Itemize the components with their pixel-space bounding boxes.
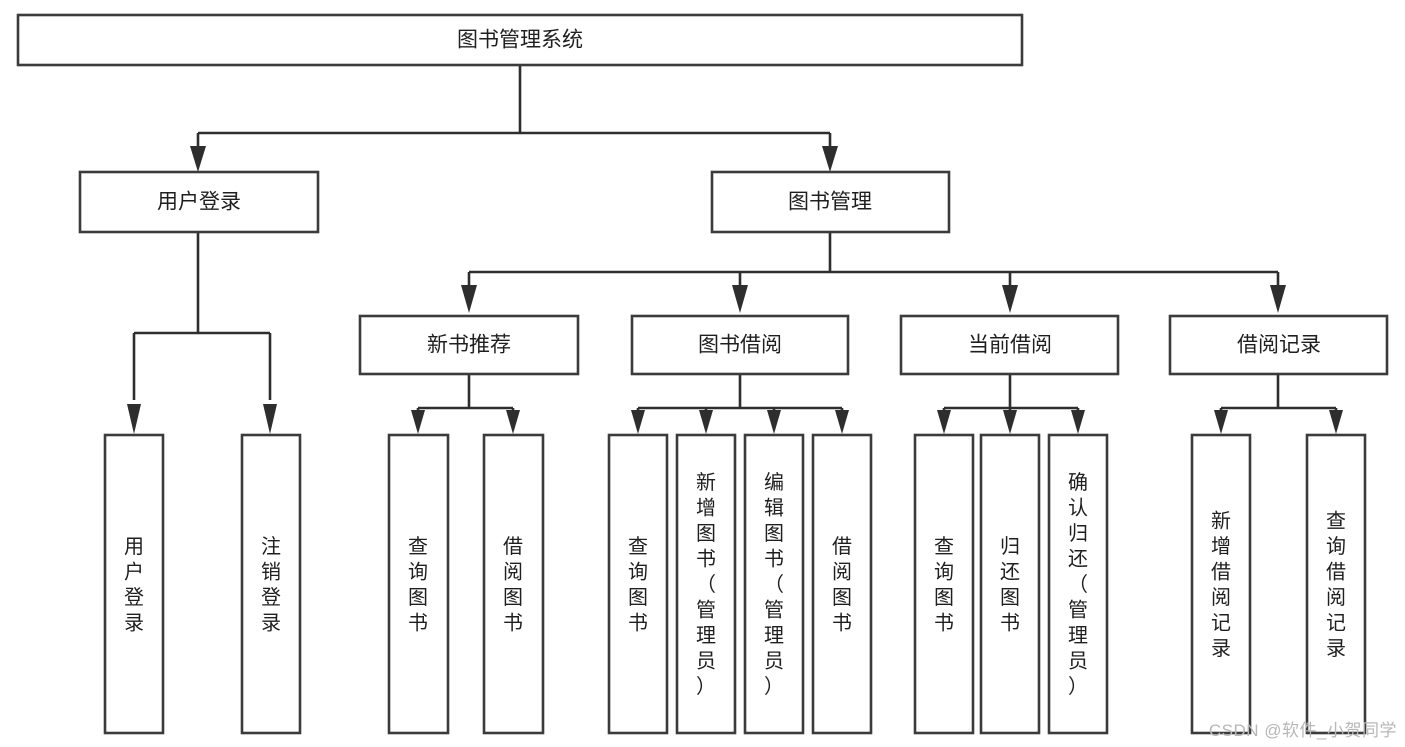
leaf-book-borrow-3-box <box>743 433 805 735</box>
arrow-bookborrow-leaf-3 <box>767 410 781 434</box>
leaf-book-borrow-4-box <box>811 433 873 735</box>
node-book-borrow[interactable]: 图书借阅 <box>630 314 850 376</box>
leaf-current-borrow-1[interactable]: 查询图书 <box>913 433 975 735</box>
node-user-login-box <box>78 170 320 234</box>
csdn-watermark: CSDN @软件_小贺同学 <box>1208 721 1397 740</box>
leaf-borrow-record-1[interactable]: 新增借阅记录 <box>1190 433 1252 735</box>
node-borrow-record-box <box>1168 314 1389 376</box>
leaf-book-borrow-1-box <box>607 433 669 735</box>
leaf-current-borrow-1-label: 查询图书 <box>934 535 954 635</box>
leaf-user-login-2[interactable]: 注销登录 <box>240 433 302 735</box>
leaf-current-borrow-2-box <box>979 433 1041 735</box>
leaf-new-book-recommend-1-label: 查询图书 <box>408 535 428 635</box>
leaf-current-borrow-3-label: 确认归还（管理员） <box>1068 471 1088 698</box>
leaf-book-borrow-2[interactable]: 新增图书（管理员） <box>675 433 737 735</box>
arrow-to-new-book-recommend <box>461 285 477 313</box>
leaf-user-login-1-label: 用户登录 <box>124 536 144 635</box>
leaf-book-borrow-4-label: 借阅图书 <box>832 535 852 635</box>
arrow-bookborrow-leaf-2 <box>699 410 713 434</box>
arrow-bookborrow-leaf-1 <box>631 410 645 434</box>
node-new-book-recommend-box <box>358 314 580 376</box>
leaf-book-borrow-1[interactable]: 查询图书 <box>607 433 669 735</box>
arrow-borrowrecord-leaf-2 <box>1329 410 1343 434</box>
leaf-borrow-record-2-label: 查询借阅记录 <box>1326 509 1346 660</box>
node-book-management-box <box>710 170 951 234</box>
arrow-currentborrow-leaf-1 <box>937 410 951 434</box>
leaf-new-book-recommend-2[interactable]: 借阅图书 <box>482 433 545 735</box>
leaf-new-book-recommend-1-box <box>387 433 450 735</box>
leaf-user-login-2-box <box>240 433 302 735</box>
arrow-to-current-borrow <box>1002 285 1018 313</box>
arrow-currentborrow-leaf-3 <box>1071 410 1085 434</box>
node-new-book-recommend-label: 新书推荐 <box>427 334 511 357</box>
leaf-book-borrow-2-box <box>675 433 737 735</box>
arrow-bookborrow-leaf-4 <box>835 410 849 434</box>
leaf-new-book-recommend-1[interactable]: 查询图书 <box>387 433 450 735</box>
leaf-current-borrow-1-box <box>913 433 975 735</box>
node-root-system-box <box>16 13 1024 67</box>
node-book-management[interactable]: 图书管理 <box>710 170 951 234</box>
arrow-borrowrecord-leaf-1 <box>1214 410 1228 434</box>
leaf-book-borrow-3[interactable]: 编辑图书（管理员） <box>743 433 805 735</box>
leaf-borrow-record-1-box <box>1190 433 1252 735</box>
arrow-to-book-mgmt <box>822 146 838 172</box>
leaf-user-login-1[interactable]: 用户登录 <box>103 433 165 735</box>
node-borrow-record[interactable]: 借阅记录 <box>1168 314 1389 376</box>
leaf-book-borrow-3-label: 编辑图书（管理员） <box>764 471 784 698</box>
arrow-userlogin-leaf-2 <box>263 404 277 434</box>
arrow-to-book-borrow <box>732 285 748 313</box>
leaf-book-borrow-2-label: 新增图书（管理员） <box>696 471 716 698</box>
connector-layer <box>127 65 1343 434</box>
leaf-borrow-record-2-box <box>1305 433 1367 735</box>
leaf-book-borrow-1-label: 查询图书 <box>628 535 648 635</box>
node-book-management-label: 图书管理 <box>788 191 872 214</box>
leaf-current-borrow-3[interactable]: 确认归还（管理员） <box>1047 433 1109 735</box>
arrow-newbook-leaf-1 <box>411 410 425 434</box>
leaf-current-borrow-2[interactable]: 归还图书 <box>979 433 1041 735</box>
node-book-borrow-label: 图书借阅 <box>698 334 782 357</box>
node-root-system[interactable]: 图书管理系统 <box>16 13 1024 67</box>
leaf-current-borrow-3-box <box>1047 433 1109 735</box>
leaf-book-borrow-4[interactable]: 借阅图书 <box>811 433 873 735</box>
leaf-borrow-record-1-label: 新增借阅记录 <box>1211 509 1231 660</box>
node-new-book-recommend[interactable]: 新书推荐 <box>358 314 580 376</box>
node-current-borrow-box <box>899 314 1120 376</box>
arrow-to-user-login <box>190 146 206 172</box>
node-borrow-record-label: 借阅记录 <box>1237 334 1321 357</box>
node-user-login[interactable]: 用户登录 <box>78 170 320 234</box>
node-current-borrow-label: 当前借阅 <box>968 334 1052 357</box>
arrow-newbook-leaf-2 <box>506 410 520 434</box>
leaf-user-login-1-box <box>103 433 165 735</box>
leaf-user-login-2-label: 注销登录 <box>261 535 281 635</box>
arrow-userlogin-leaf-1 <box>127 404 141 434</box>
node-root-system-label: 图书管理系统 <box>457 29 583 52</box>
leaf-borrow-record-2[interactable]: 查询借阅记录 <box>1305 433 1367 735</box>
leaf-new-book-recommend-2-label: 借阅图书 <box>503 535 523 635</box>
leaf-new-book-recommend-2-box <box>482 433 545 735</box>
arrow-to-borrow-record <box>1270 285 1286 313</box>
node-book-borrow-box <box>630 314 850 376</box>
arrow-currentborrow-leaf-2 <box>1003 410 1017 434</box>
node-current-borrow[interactable]: 当前借阅 <box>899 314 1120 376</box>
leaf-current-borrow-2-label: 归还图书 <box>1000 535 1020 635</box>
node-user-login-label: 用户登录 <box>157 191 241 214</box>
